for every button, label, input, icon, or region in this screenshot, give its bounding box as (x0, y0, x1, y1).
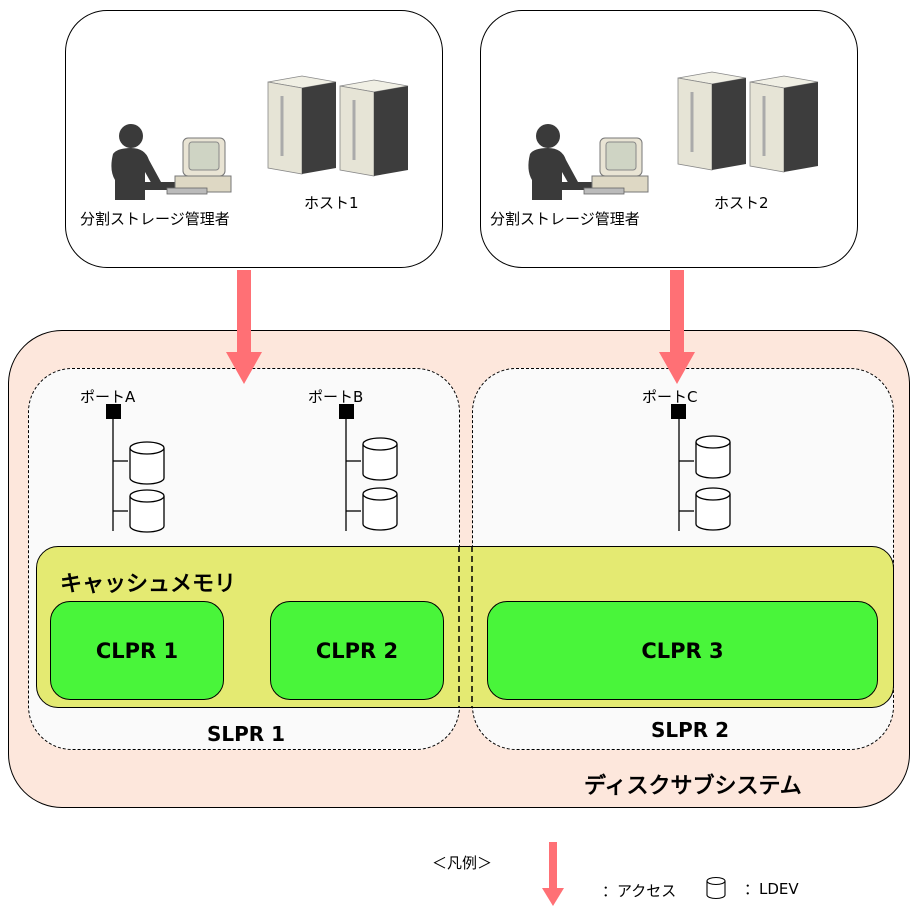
ldev-tree-b (345, 419, 361, 531)
clpr-2: CLPR 2 (270, 601, 444, 700)
access-arrow-2 (659, 270, 695, 384)
host-label-2: ホスト2 (714, 194, 769, 212)
ldev-icon (129, 489, 165, 533)
ldev-icon (695, 435, 731, 479)
ldev-tree-a (112, 419, 128, 531)
subsystem-label: ディスクサブシステム (584, 774, 802, 799)
admin-person-icon (111, 124, 232, 200)
port-a-label: ポートA (80, 388, 136, 406)
admin-label-1: 分割ストレージ管理者 (80, 210, 230, 228)
clpr-2-label: CLPR 2 (315, 638, 399, 663)
clpr-3-label: CLPR 3 (641, 638, 724, 663)
legend-title: ＜凡例＞ (432, 854, 493, 872)
legend-access-arrow-icon (542, 842, 564, 906)
port-b-label: ポートB (308, 388, 364, 406)
host-server-icon (677, 71, 819, 173)
port-c-icon (671, 404, 686, 419)
clpr-3: CLPR 3 (487, 601, 878, 700)
slpr-2-label: SLPR 2 (651, 718, 730, 742)
legend-ldev-label: ：LDEV (744, 880, 799, 898)
legend-access-label: ：アクセス (602, 882, 677, 900)
ldev-icon (362, 437, 398, 481)
admin-person-icon (528, 124, 649, 200)
ldev-icon (362, 487, 398, 531)
ldev-tree-c (678, 419, 694, 531)
host-server-icon (267, 75, 409, 177)
access-arrow-1 (226, 270, 262, 384)
ldev-icon (695, 487, 731, 531)
port-c-label: ポートC (642, 388, 698, 406)
port-b-icon (339, 404, 354, 419)
legend-ldev-icon (706, 876, 726, 900)
cache-label: キャッシュメモリ (60, 572, 237, 597)
clpr-1-label: CLPR 1 (95, 638, 179, 663)
ldev-icon (129, 441, 165, 485)
admin-label-2: 分割ストレージ管理者 (490, 210, 640, 228)
host-label-1: ホスト1 (304, 194, 359, 212)
port-a-icon (106, 404, 121, 419)
slpr-1-label: SLPR 1 (207, 722, 286, 746)
clpr-1: CLPR 1 (50, 601, 224, 700)
slpr-divider (458, 546, 473, 708)
